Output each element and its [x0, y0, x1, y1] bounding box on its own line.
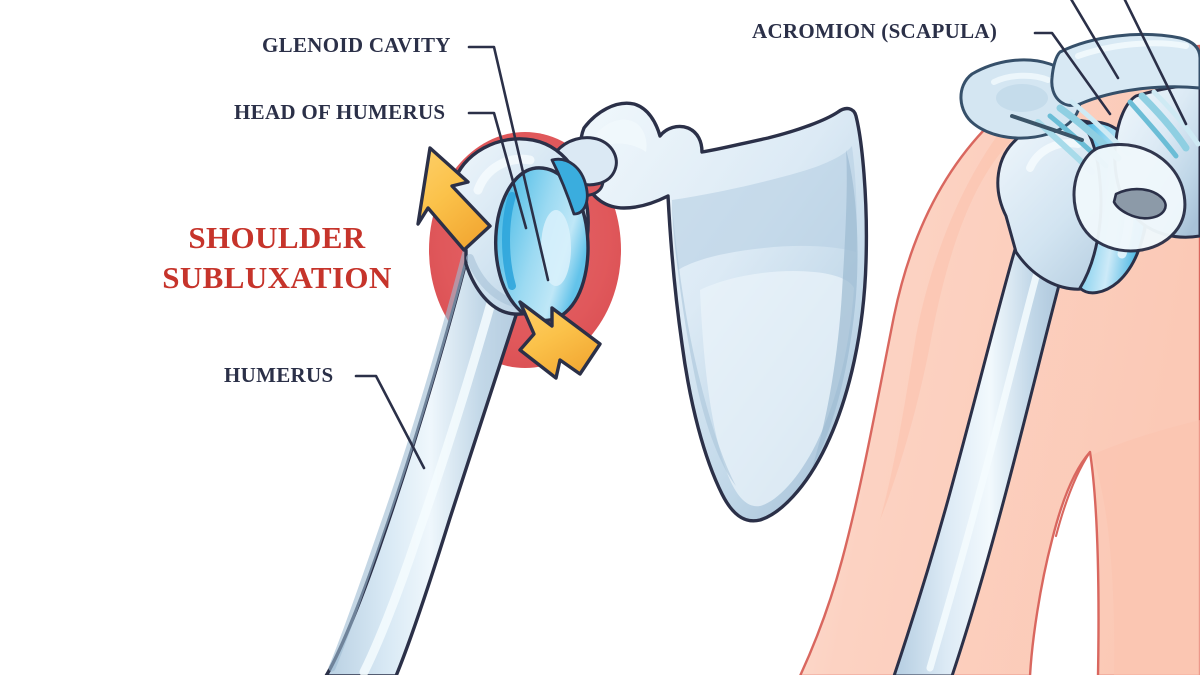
left-panel-subluxated-shoulder	[324, 45, 869, 675]
acromion-right-inner	[996, 84, 1048, 112]
scapula-edge-shade	[812, 150, 858, 468]
leader-acromion	[1033, 31, 1112, 116]
deltoid-shading	[880, 132, 1012, 520]
glenoid-upper-lip-left	[550, 157, 589, 216]
glenoid-cavity-left-gloss	[541, 210, 571, 286]
humerus-shaft-left-highlight	[359, 259, 507, 675]
humerus-shaft-right-highlight	[926, 258, 1044, 672]
page-title: SHOULDER SUBLUXATION	[152, 218, 402, 297]
label-acromion-scapula: ACROMION (SCAPULA)	[752, 19, 998, 43]
title-line-2: SUBLUXATION	[162, 259, 392, 295]
humeral-head-left-highlight	[473, 154, 535, 195]
humerus-shaft-right	[892, 244, 1070, 675]
arrow-upper-left	[416, 146, 492, 252]
leader-glenoid-cavity	[467, 45, 550, 282]
leader-head-of-humerus	[467, 111, 528, 230]
label-glenoid-cavity: GLENOID CAVITY	[262, 33, 451, 57]
scapula-fossa-highlight	[700, 270, 854, 507]
leader-ligament-top	[1123, 0, 1188, 126]
capsule-notch-right	[1112, 187, 1167, 220]
ligament-band-dark-right	[1010, 114, 1084, 142]
right-panel-normal-shoulder	[799, 0, 1200, 675]
scapula-spine-shading	[672, 146, 857, 270]
title-line-1: SHOULDER	[188, 220, 366, 255]
acromion-right-highlight	[991, 72, 1051, 85]
leader-clavicle-top	[1070, 0, 1120, 80]
armpit-crease	[1054, 450, 1092, 538]
humerus-shaft-left-shade	[328, 248, 470, 672]
arm-shading	[1092, 420, 1200, 675]
label-humerus: HUMERUS	[224, 363, 334, 387]
clavicle-right-highlight	[1075, 40, 1189, 59]
label-head-of-humerus: HEAD OF HUMERUS	[234, 100, 446, 124]
humeral-head-right-highlight	[1026, 139, 1082, 172]
leader-humerus	[354, 374, 426, 470]
arrow-lower-right	[518, 300, 602, 380]
glenoid-cavity-left-rim	[502, 192, 516, 290]
